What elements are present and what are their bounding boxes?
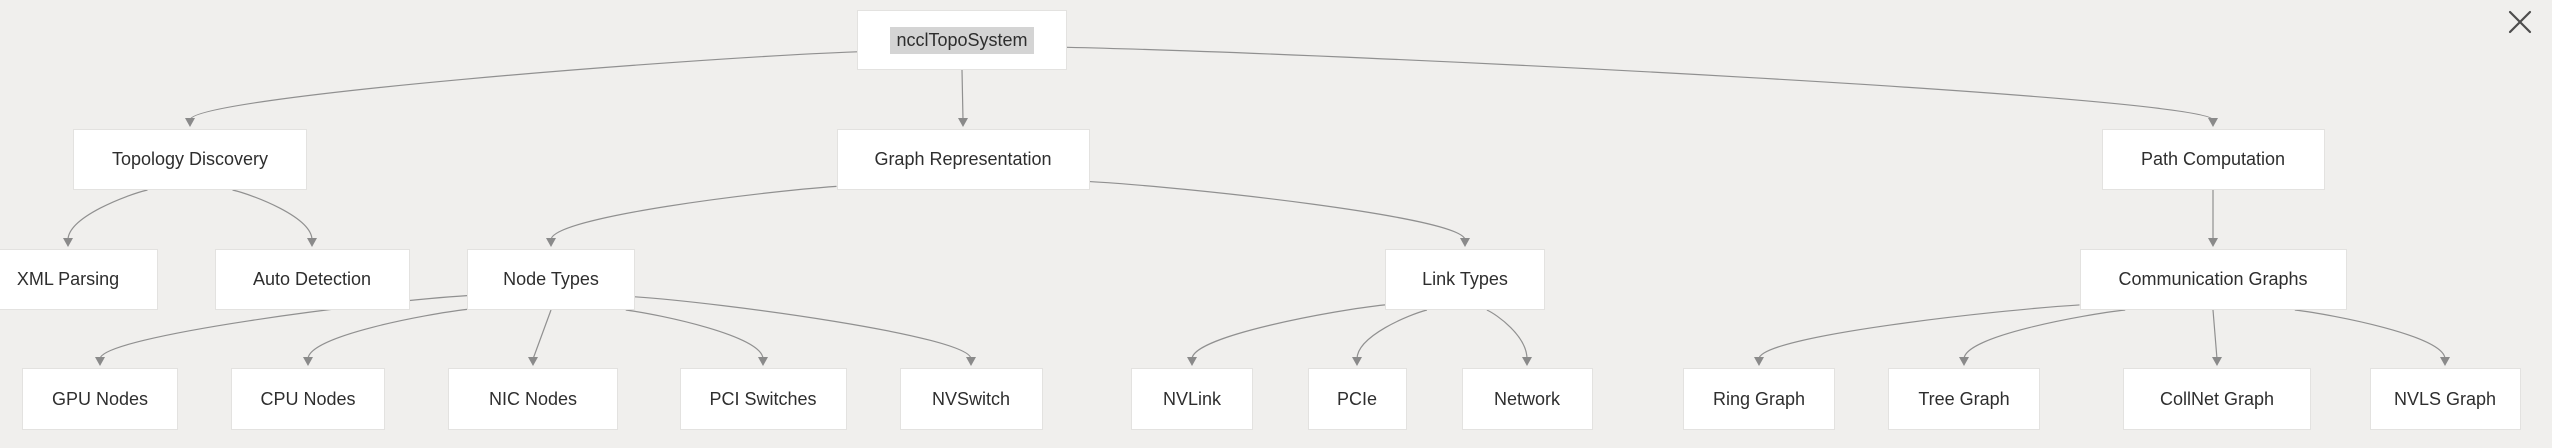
node-label: ncclTopoSystem	[890, 26, 1034, 54]
edge-commgraphs-tree	[1963, 309, 2126, 360]
arrowhead-nic	[528, 357, 538, 366]
arrowhead-nvlink	[1187, 357, 1197, 366]
edge-commgraphs-ring	[1758, 304, 2080, 360]
edge-root-graph	[961, 69, 964, 121]
arrowhead-network	[1522, 357, 1532, 366]
node-collnet[interactable]: CollNet Graph	[2123, 368, 2311, 430]
arrowhead-graph	[958, 118, 968, 127]
node-nvlink[interactable]: NVLink	[1131, 368, 1253, 430]
node-label: Auto Detection	[252, 269, 372, 289]
arrowhead-nvswitch	[966, 357, 976, 366]
edge-topo-auto	[232, 189, 313, 241]
edge-topo-xml	[67, 189, 148, 241]
arrowhead-collnet	[2212, 357, 2222, 366]
arrowhead-cpu	[303, 357, 313, 366]
node-label: NVLink	[1162, 388, 1222, 409]
node-label: Topology Discovery	[111, 149, 269, 169]
edge-linktypes-nvlink	[1191, 304, 1386, 360]
node-label: Link Types	[1422, 269, 1508, 289]
node-root[interactable]: ncclTopoSystem	[857, 10, 1067, 70]
arrowhead-commgraphs	[2208, 238, 2218, 247]
edge-graph-linktypes	[1089, 180, 1466, 241]
arrowhead-pci	[758, 357, 768, 366]
edge-linktypes-pcie	[1356, 309, 1428, 360]
node-label: NVSwitch	[931, 388, 1011, 409]
node-label: NIC Nodes	[488, 388, 578, 409]
node-xml[interactable]: XML Parsing	[0, 249, 158, 310]
node-linktypes[interactable]: Link Types	[1385, 249, 1545, 310]
node-label: NVLS Graph	[2393, 388, 2497, 409]
node-pcie[interactable]: PCIe	[1307, 368, 1407, 430]
close-icon	[2508, 10, 2532, 34]
edge-nodetypes-cpu	[307, 308, 468, 360]
arrowhead-nodetypes	[546, 238, 556, 247]
node-label: CollNet Graph	[2159, 388, 2275, 409]
arrowhead-topo	[185, 118, 195, 127]
node-label: Ring Graph	[1712, 388, 1806, 409]
node-nodetypes[interactable]: Node Types	[467, 249, 635, 310]
node-cpu[interactable]: CPU Nodes	[231, 368, 385, 430]
arrowhead-nvls	[2440, 357, 2450, 366]
node-label: Network	[1493, 388, 1560, 409]
arrowhead-linktypes	[1460, 238, 1470, 247]
arrowhead-ring	[1754, 357, 1764, 366]
node-ring[interactable]: Ring Graph	[1683, 368, 1835, 430]
arrowhead-pcie	[1352, 357, 1362, 366]
edge-nodetypes-pci	[625, 309, 764, 360]
node-tree[interactable]: Tree Graph	[1888, 368, 2040, 430]
node-label: PCIe	[1336, 388, 1378, 409]
node-label: PCI Switches	[709, 388, 817, 409]
node-label: Communication Graphs	[2118, 269, 2308, 289]
node-label: XML Parsing	[16, 269, 120, 289]
arrowhead-tree	[1959, 357, 1969, 366]
edge-commgraphs-nvls	[2294, 309, 2446, 360]
node-gpu[interactable]: GPU Nodes	[22, 368, 178, 430]
edge-nodetypes-nic	[532, 309, 552, 360]
edge-root-topo	[189, 51, 858, 121]
arrowhead-gpu	[95, 357, 105, 366]
node-path[interactable]: Path Computation	[2101, 129, 2325, 190]
node-topo[interactable]: Topology Discovery	[73, 129, 307, 190]
arrowhead-auto	[307, 238, 317, 247]
edge-graph-nodetypes	[550, 185, 837, 241]
node-graph[interactable]: Graph Representation	[836, 129, 1090, 190]
close-button[interactable]	[2504, 6, 2536, 38]
edge-root-path	[1066, 46, 2214, 121]
node-nvswitch[interactable]: NVSwitch	[899, 368, 1043, 430]
node-nvls[interactable]: NVLS Graph	[2369, 368, 2521, 430]
arrowhead-xml	[63, 238, 73, 247]
node-commgraphs[interactable]: Communication Graphs	[2079, 249, 2347, 310]
node-label: CPU Nodes	[260, 388, 356, 409]
edge-linktypes-network	[1486, 309, 1528, 360]
node-label: Graph Representation	[874, 149, 1052, 169]
node-label: Tree Graph	[1918, 388, 2010, 409]
node-nic[interactable]: NIC Nodes	[448, 368, 618, 430]
node-auto[interactable]: Auto Detection	[214, 249, 410, 310]
node-pci[interactable]: PCI Switches	[679, 368, 847, 430]
node-label: Node Types	[503, 269, 599, 289]
edge-commgraphs-collnet	[2212, 309, 2218, 360]
edge-nodetypes-nvswitch	[634, 296, 972, 360]
node-label: GPU Nodes	[51, 388, 149, 409]
arrowhead-path	[2208, 118, 2218, 127]
node-label: Path Computation	[2140, 149, 2286, 169]
node-network[interactable]: Network	[1461, 368, 1593, 430]
